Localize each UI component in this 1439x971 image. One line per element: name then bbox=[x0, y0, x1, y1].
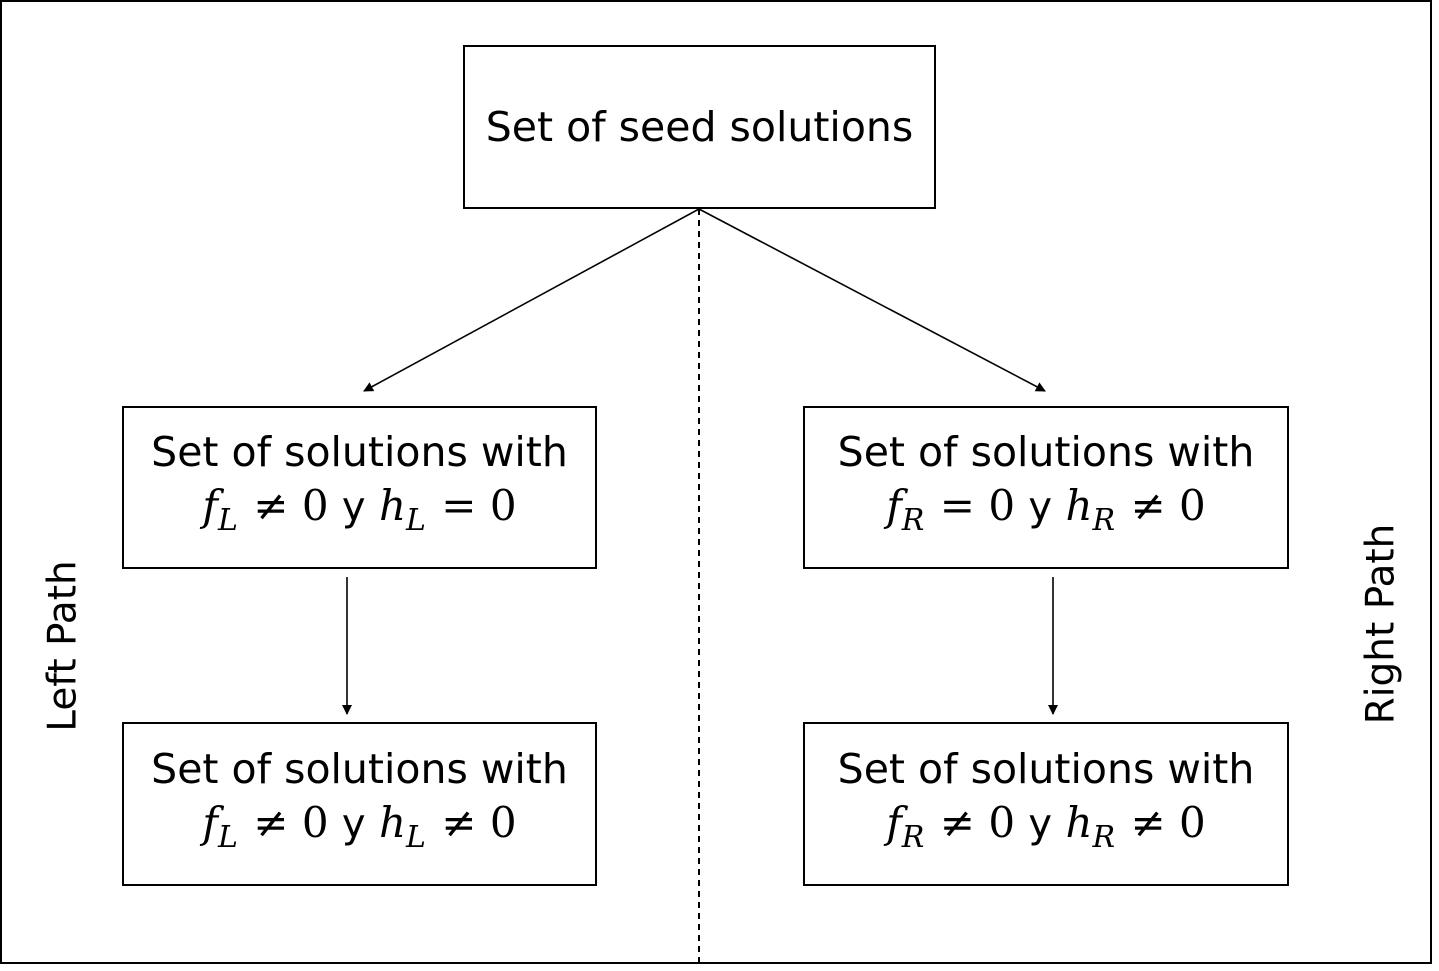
right-bottom-h-sub: R bbox=[1092, 819, 1116, 855]
left-bottom-f: f bbox=[202, 797, 218, 847]
right-top-f-rel: = bbox=[939, 481, 975, 530]
right-top-text: Set of solutions with bbox=[837, 428, 1255, 476]
right-path-label: Right Path bbox=[1358, 523, 1404, 725]
arrow-seed-to-right bbox=[698, 208, 1046, 392]
left-bottom-f-rel: ≠ bbox=[253, 797, 289, 847]
right-bottom-h-val: 0 bbox=[1179, 797, 1206, 847]
seed-solutions-label: Set of seed solutions bbox=[485, 103, 914, 151]
right-top-h-val: 0 bbox=[1179, 481, 1206, 530]
right-top-box: Set of solutions with fR = 0 y hR ≠ 0 bbox=[803, 406, 1289, 569]
left-top-h: h bbox=[378, 481, 406, 530]
right-bottom-h: h bbox=[1065, 797, 1093, 847]
right-bottom-text: Set of solutions with bbox=[837, 744, 1255, 793]
right-bottom-h-rel: ≠ bbox=[1130, 797, 1166, 847]
left-bottom-formula: fL ≠ 0 y hL ≠ 0 bbox=[202, 795, 516, 866]
right-bottom-f-rel: ≠ bbox=[939, 797, 975, 847]
left-bottom-box: Set of solutions with fL ≠ 0 y hL ≠ 0 bbox=[122, 722, 597, 886]
left-top-f: f bbox=[202, 481, 218, 530]
seed-solutions-box: Set of seed solutions bbox=[463, 45, 936, 209]
arrow-seed-to-left bbox=[363, 208, 700, 392]
left-bottom-h-sub: L bbox=[406, 819, 426, 855]
right-bottom-f-val: 0 bbox=[988, 797, 1016, 847]
left-top-conj: y bbox=[341, 484, 366, 530]
left-top-h-sub: L bbox=[406, 503, 426, 538]
left-top-f-val: 0 bbox=[301, 481, 329, 530]
left-bottom-h: h bbox=[378, 797, 406, 847]
right-bottom-f-sub: R bbox=[901, 819, 925, 855]
left-top-f-sub: L bbox=[217, 503, 238, 538]
right-top-h-sub: R bbox=[1092, 503, 1116, 538]
right-top-h-rel: ≠ bbox=[1130, 481, 1166, 530]
left-top-box: Set of solutions with fL ≠ 0 y hL = 0 bbox=[122, 406, 597, 569]
left-top-formula: fL ≠ 0 y hL = 0 bbox=[202, 478, 516, 549]
right-top-conj: y bbox=[1028, 484, 1053, 530]
right-top-h: h bbox=[1065, 481, 1093, 530]
left-bottom-text: Set of solutions with bbox=[151, 744, 568, 793]
left-path-label: Left Path bbox=[40, 560, 86, 732]
right-bottom-box: Set of solutions with fR ≠ 0 y hR ≠ 0 bbox=[803, 722, 1289, 886]
left-top-h-rel: = bbox=[441, 481, 477, 530]
right-top-f-val: 0 bbox=[988, 481, 1016, 530]
left-top-text: Set of solutions with bbox=[151, 428, 568, 476]
right-top-f: f bbox=[886, 481, 902, 530]
right-bottom-f: f bbox=[886, 797, 902, 847]
left-top-f-rel: ≠ bbox=[253, 481, 289, 530]
left-bottom-f-val: 0 bbox=[301, 797, 329, 847]
left-bottom-h-val: 0 bbox=[489, 797, 517, 847]
right-top-formula: fR = 0 y hR ≠ 0 bbox=[886, 478, 1206, 549]
right-bottom-conj: y bbox=[1028, 800, 1053, 847]
right-top-f-sub: R bbox=[901, 503, 925, 538]
left-top-h-val: 0 bbox=[489, 481, 517, 530]
left-bottom-conj: y bbox=[341, 800, 366, 847]
left-bottom-h-rel: ≠ bbox=[441, 797, 477, 847]
left-bottom-f-sub: L bbox=[217, 819, 238, 855]
right-bottom-formula: fR ≠ 0 y hR ≠ 0 bbox=[886, 795, 1206, 866]
